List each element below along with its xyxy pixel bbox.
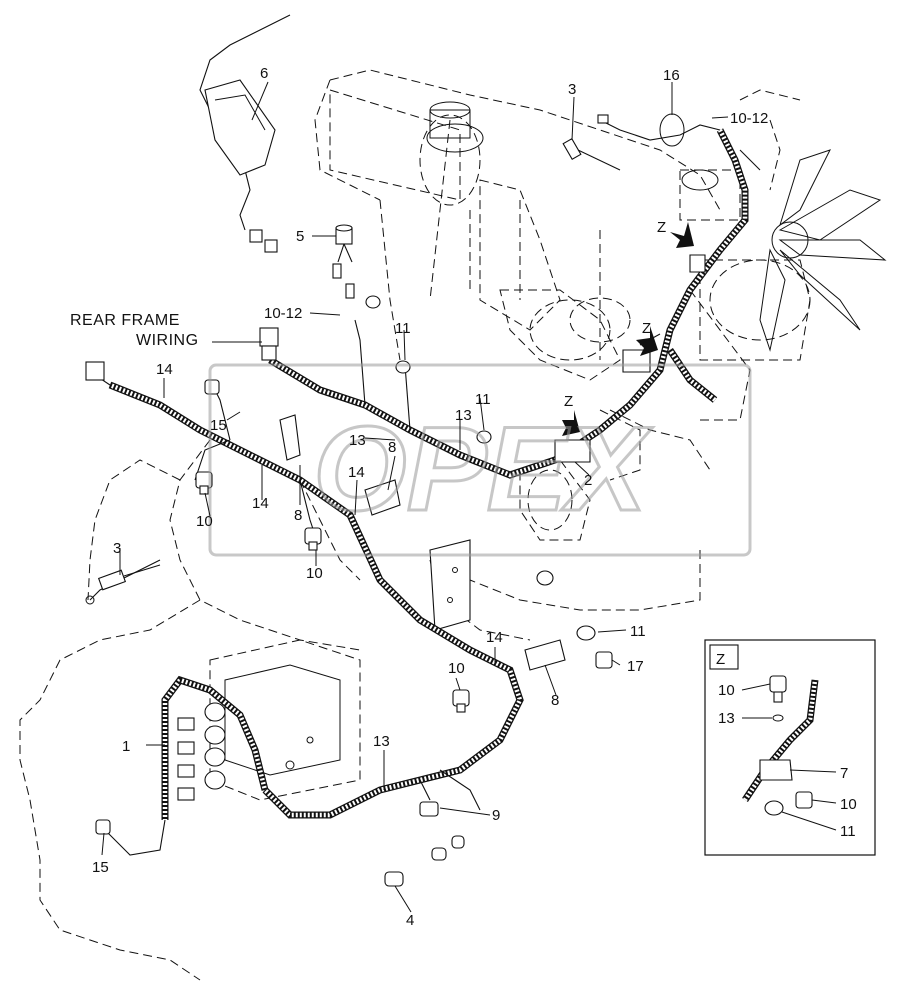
intake-pipes xyxy=(499,289,641,541)
inset-callout-10-b: 10 xyxy=(840,796,857,813)
callout-8-b: 8 xyxy=(294,507,302,524)
callout-z-1: Z xyxy=(657,219,666,236)
callout-4: 4 xyxy=(406,912,414,929)
rear-frame-label-line1: REAR FRAME xyxy=(70,312,180,329)
leader-lines xyxy=(101,81,837,913)
inset-callout-7: 7 xyxy=(840,765,848,782)
inset-callout-11: 11 xyxy=(840,823,856,840)
callout-15-a: 15 xyxy=(210,417,227,434)
fan-blades xyxy=(759,149,887,352)
callout-5: 5 xyxy=(296,228,304,245)
callout-z-2: Z xyxy=(642,320,651,337)
bracket-block xyxy=(429,539,471,631)
brackets xyxy=(279,254,706,671)
sensor-3-lower xyxy=(85,564,161,605)
callout-10-12-top: 10-12 xyxy=(730,110,768,127)
item-15-clips xyxy=(95,379,220,835)
callout-10-c: 10 xyxy=(448,660,465,677)
callout-10-b: 10 xyxy=(306,565,323,582)
callout-3-lower: 3 xyxy=(113,540,121,557)
callout-1: 1 xyxy=(122,738,130,755)
callout-13-a: 13 xyxy=(455,407,472,424)
callout-11-c: 11 xyxy=(630,623,646,640)
callout-14-a: 14 xyxy=(156,361,173,378)
item-4-connectors xyxy=(384,835,465,887)
sensor-5 xyxy=(332,224,355,299)
callout-13-c: 13 xyxy=(373,733,390,750)
callout-10-12-mid: 10-12 xyxy=(264,305,302,322)
rear-frame-label-line2: WIRING xyxy=(136,332,199,349)
callout-15-b: 15 xyxy=(92,859,109,876)
cable-assembly-6 xyxy=(204,79,278,253)
callout-3-top: 3 xyxy=(568,81,576,98)
callout-13-b: 13 xyxy=(349,432,366,449)
callout-2: 2 xyxy=(584,472,592,489)
nuts xyxy=(365,295,554,586)
bolts xyxy=(195,471,613,817)
callout-6: 6 xyxy=(260,65,268,82)
radiator xyxy=(679,169,811,421)
transmission-valve-block xyxy=(177,639,361,801)
callout-8-c: 8 xyxy=(551,692,559,709)
air-cleaner xyxy=(329,89,561,331)
callout-14-c: 14 xyxy=(252,495,269,512)
inset-callout-13: 13 xyxy=(718,710,735,727)
callout-17: 17 xyxy=(627,658,644,675)
callout-14-b: 14 xyxy=(348,464,365,481)
inset-title: Z xyxy=(716,651,725,668)
callout-z-3: Z xyxy=(564,393,573,410)
callout-11-a: 11 xyxy=(395,320,411,337)
callout-14-d: 14 xyxy=(486,629,503,646)
callout-16: 16 xyxy=(663,67,680,84)
callout-10-a: 10 xyxy=(196,513,213,530)
rear-frame-connector xyxy=(85,327,279,381)
callout-9: 9 xyxy=(492,807,500,824)
inset-view-z xyxy=(704,639,876,856)
callout-labels: 6 3 16 10-12 Z 5 10-12 REAR FRAME WIRING… xyxy=(70,65,857,929)
clip-16 xyxy=(659,113,685,147)
main-harness xyxy=(108,128,749,820)
sensor-3-top xyxy=(562,114,621,171)
callout-11-b: 11 xyxy=(475,391,491,408)
inset-callout-10-a: 10 xyxy=(718,682,735,699)
callout-8-a: 8 xyxy=(388,439,396,456)
